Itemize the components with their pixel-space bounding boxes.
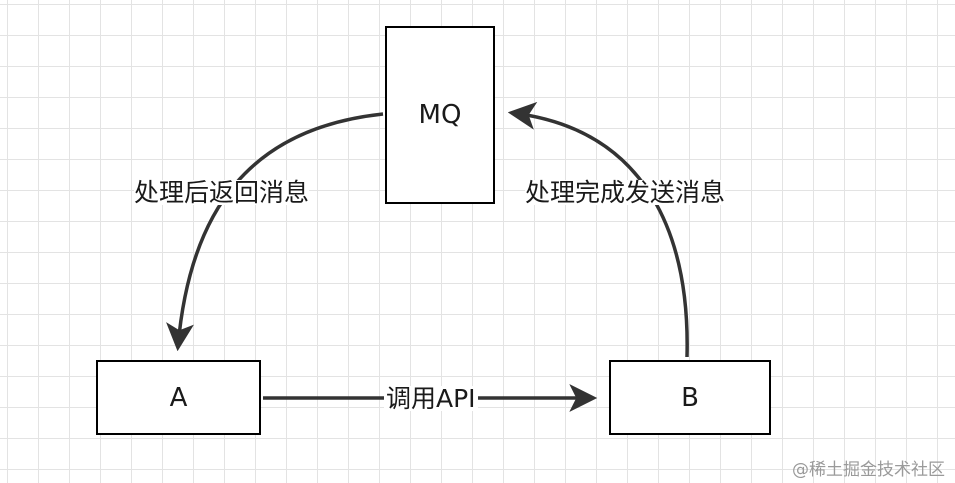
- edge-label-b-to-mq: 处理完成发送消息: [525, 178, 726, 207]
- node-a-label: A: [169, 382, 188, 413]
- edge-mq-to-a: [166, 112, 384, 352]
- edge-label-a-to-b: 调用API: [384, 384, 478, 413]
- node-mq: MQ: [385, 26, 495, 204]
- edge-label-mq-to-a: 处理后返回消息: [134, 178, 310, 207]
- node-b: B: [609, 360, 771, 435]
- node-a: A: [96, 360, 261, 435]
- node-mq-label: MQ: [418, 100, 462, 130]
- watermark: @稀土掘金技术社区: [792, 460, 945, 480]
- node-b-label: B: [681, 382, 699, 413]
- edge-b-to-mq: [507, 101, 689, 358]
